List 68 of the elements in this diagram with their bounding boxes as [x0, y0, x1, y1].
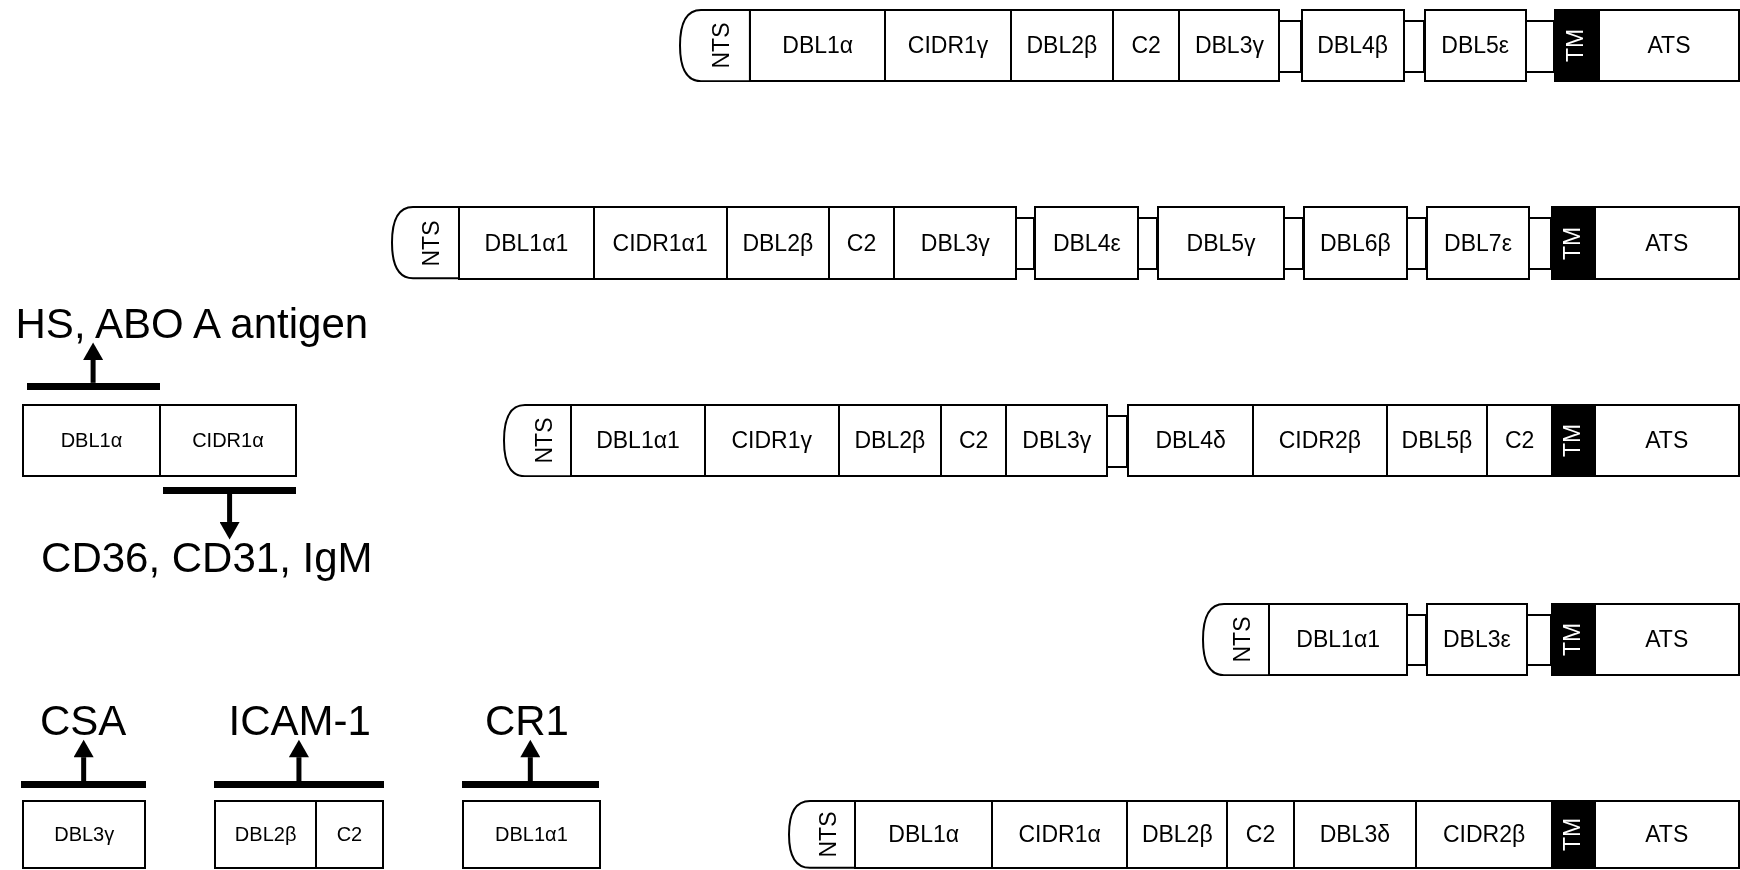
transmembrane-domain: TM: [1551, 602, 1594, 676]
domain-box: DBL1α1: [461, 800, 602, 869]
domain-box: DBL6β: [1302, 206, 1408, 280]
binding-bar: [21, 781, 147, 788]
domain-box: DBL1α: [854, 800, 993, 869]
domain-box: C2: [1111, 8, 1181, 83]
domain-box: DBL1α: [749, 8, 887, 83]
domain-box: CIDR2β: [1251, 403, 1388, 478]
domain-box: ATS: [1593, 602, 1740, 676]
domain-label: NTS: [417, 220, 445, 266]
domain-box: C2: [1485, 403, 1554, 478]
domain-box: DBL4δ: [1127, 403, 1254, 478]
domain-box: C2: [827, 206, 896, 280]
ligand-label: CD36, CD31, IgM: [41, 535, 373, 581]
transmembrane-domain: TM: [1553, 8, 1598, 83]
transmembrane-domain: TM: [1551, 206, 1594, 280]
arrow: [83, 342, 104, 383]
ligand-label: CR1: [484, 699, 569, 744]
domain-box: DBL3γ: [1005, 403, 1109, 478]
domain-box: CIDR1γ: [884, 8, 1012, 83]
domain-box: DBL2β: [837, 403, 942, 478]
domain-box: DBL2β: [725, 206, 830, 280]
domain-box: DBL5γ: [1157, 206, 1285, 280]
domain-box: DBL2β: [214, 800, 318, 869]
arrow: [288, 739, 309, 782]
domain-box: DBL2β: [1009, 8, 1114, 83]
domain-box: C2: [315, 800, 384, 869]
domain-box: DBL1α: [22, 403, 161, 478]
domain-box: CIDR1α1: [592, 206, 728, 280]
domain-box: DBL3γ: [22, 800, 147, 869]
binding-bar: [461, 781, 599, 788]
domain-box: DBL5ε: [1423, 8, 1527, 83]
domain-box: ATS: [1597, 8, 1740, 83]
domain-label: NTS: [814, 811, 842, 858]
domain-box: C2: [1226, 800, 1295, 869]
domain-box: DBL3ε: [1425, 602, 1528, 676]
domain-box: DBL4ε: [1034, 206, 1140, 280]
domain-box: DBL3γ: [1178, 8, 1281, 83]
domain-box: CIDR1α: [158, 403, 298, 478]
transmembrane-domain: TM: [1551, 403, 1594, 478]
domain-label: NTS: [530, 417, 558, 464]
domain-box: DBL4β: [1300, 8, 1405, 83]
arrow: [520, 739, 541, 782]
arrow: [73, 739, 94, 782]
domain-box: CIDR2β: [1414, 800, 1554, 869]
binding-bar: [163, 487, 297, 494]
domain-box: ATS: [1593, 800, 1740, 869]
domain-box: CIDR1γ: [703, 403, 840, 478]
domain-box: DBL7ε: [1425, 206, 1531, 280]
ligand-label: ICAM-1: [228, 699, 371, 744]
transmembrane-domain: TM: [1551, 800, 1594, 869]
domain-box: C2: [939, 403, 1008, 478]
ligand-label: CSA: [39, 699, 127, 744]
binding-bar: [214, 781, 384, 788]
domain-box: DBL3δ: [1292, 800, 1417, 869]
domain-box: DBL5β: [1386, 403, 1488, 478]
domain-box: ATS: [1593, 206, 1740, 280]
domain-box: DBL2β: [1126, 800, 1229, 869]
domain-box: DBL1α1: [458, 206, 595, 280]
ligand-label: HS, ABO A antigen: [15, 301, 369, 346]
domain-label: NTS: [1228, 616, 1256, 663]
domain-box: CIDR1α: [990, 800, 1129, 869]
domain-box: DBL1α1: [570, 403, 706, 478]
domain-box: DBL3γ: [893, 206, 1018, 280]
domain-label: NTS: [707, 22, 735, 69]
arrow: [219, 493, 240, 540]
domain-box: ATS: [1593, 403, 1740, 478]
binding-bar: [26, 382, 160, 390]
